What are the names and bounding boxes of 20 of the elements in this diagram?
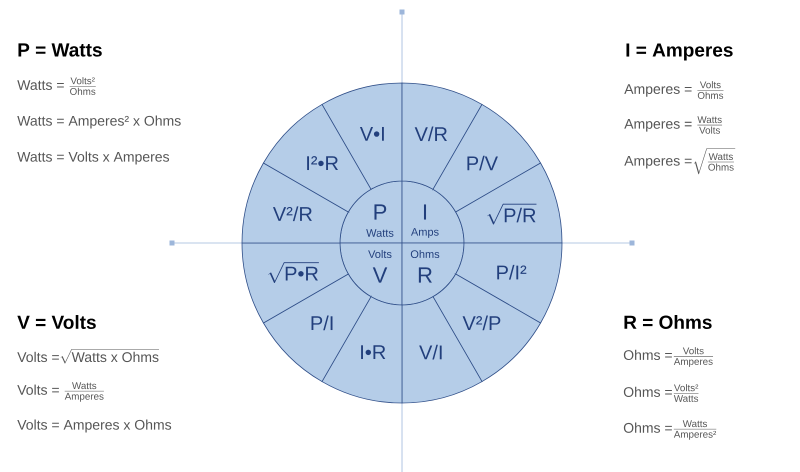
heading: I = Amperes	[626, 44, 733, 60]
heading: R = Ohms	[624, 315, 712, 329]
formula: Volts = Amperes x Ohms	[17, 419, 172, 433]
formula: $\text{Ohms =}\frac{\text{Volts²}}{\text{Watts}}$	[624, 384, 698, 402]
formula: $\text{Amperes =}\sqrt{\frac{\text{Watts}}{\text{Ohms}}}$	[624, 148, 736, 174]
formula: $\text{Amperes = }\frac{\text{Volts}}{\text{Ohms}}$	[624, 81, 724, 99]
formula: Watts = Volts x Amperes	[17, 151, 170, 165]
formula: Watts = Amperes² x Ohms	[17, 115, 181, 129]
formula: $\text{Amperes = }\frac{\text{Watts}}{\text{Volts}}$	[624, 116, 722, 134]
formula: $\text{Volts =}\sqrt{\text{Watts x Ohms}}$	[17, 349, 159, 364]
quadrant-segment: P Watts	[340, 180, 402, 244]
quadrant-segment: Volts V	[340, 242, 402, 306]
quadrant-segment: I Amps	[402, 180, 464, 244]
formula: $\text{Ohms =}\frac{\text{Volts}}{\text{Amperes}}$	[624, 347, 714, 367]
formula: $\text{Volts = }\frac{\text{Watts}}{\text{Amperes}}$	[17, 382, 104, 402]
quadrant-segment: Ohms R	[402, 242, 464, 306]
formula: $\text{Watts = }\frac{\text{Volts²}}{\text{Ohms}}$	[17, 77, 96, 95]
heading: P = Watts	[18, 43, 102, 57]
formula: $\text{Ohms =}\frac{\text{Watts}}{\text{Amperes²}}$	[624, 420, 716, 440]
heading: V = Volts	[17, 315, 96, 329]
